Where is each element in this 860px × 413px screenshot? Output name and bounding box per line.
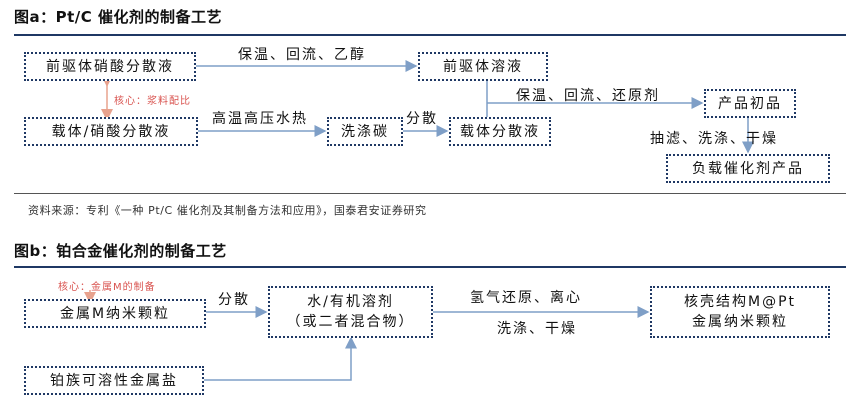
box-supported-catalyst-product: 负载催化剂产品 <box>666 154 830 183</box>
label-keep-temp-reflux-ethanol: 保温、回流、乙醇 <box>238 47 366 63</box>
label-hydrogen-reduction-centrifuge: 氢气还原、离心 <box>470 290 582 306</box>
note-core-metal-m-prep: 核心：金属M的制备 <box>58 282 156 293</box>
figure-b-title-rule <box>14 266 846 268</box>
box-metal-m-nanoparticles: 金属M纳米颗粒 <box>24 299 206 328</box>
figure-b-title: 图b：铂合金催化剂的制备工艺 <box>14 242 227 260</box>
source-note: 资料来源：专利《一种 Pt/C 催化剂及其制备方法和应用》，国泰君安证券研究 <box>28 204 427 217</box>
solvent-line-1: 水/有机溶剂 <box>307 294 394 310</box>
figure-a-title: 图a：Pt/C 催化剂的制备工艺 <box>14 8 222 26</box>
box-support-nitrate-dispersion: 载体/硝酸分散液 <box>24 117 198 146</box>
box-water-organic-solvent: 水/有机溶剂 （或二者混合物） <box>268 286 433 338</box>
box-pt-group-soluble-salt: 铂族可溶性金属盐 <box>24 366 204 395</box>
box-precursor-nitrate-dispersion: 前驱体硝酸分散液 <box>24 52 196 81</box>
box-product-initial: 产品初品 <box>704 89 796 118</box>
core-shell-line-2: 金属纳米颗粒 <box>692 314 788 330</box>
box-core-shell-nanoparticles: 核壳结构M@Pt 金属纳米颗粒 <box>650 286 830 338</box>
label-keep-temp-reflux-reductant: 保温、回流、还原剂 <box>516 88 660 104</box>
figure-a-title-rule <box>14 34 846 36</box>
box-precursor-solution: 前驱体溶液 <box>418 52 548 81</box>
label-disperse-b: 分散 <box>218 292 250 308</box>
figure-a-bottom-rule <box>14 193 846 194</box>
label-filter-wash-dry: 抽滤、洗涤、干燥 <box>650 131 778 147</box>
label-wash-dry: 洗涤、干燥 <box>497 321 577 337</box>
arrow-salt-to-solvent <box>204 336 357 381</box>
note-core-slurry-ratio: 核心：浆料配比 <box>114 96 191 107</box>
solvent-line-2: （或二者混合物） <box>286 314 415 330</box>
box-support-dispersion: 载体分散液 <box>449 117 551 146</box>
label-high-temp-pressure-hydrothermal: 高温高压水热 <box>212 111 308 127</box>
core-shell-line-1: 核壳结构M@Pt <box>683 294 796 310</box>
box-washed-carbon: 洗涤碳 <box>327 117 403 146</box>
label-disperse-a: 分散 <box>406 111 438 127</box>
